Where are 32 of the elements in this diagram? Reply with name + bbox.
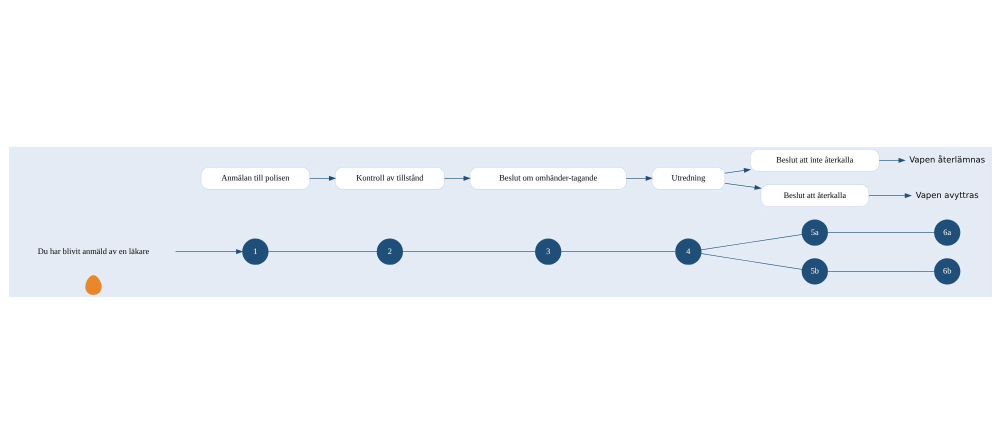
node-text: Vapen avyttras	[915, 189, 978, 200]
node-circle: 5a	[801, 218, 828, 246]
node-circle: 4	[674, 238, 701, 264]
node-box: Beslut om omhänder-tagande	[469, 166, 626, 190]
node-box: Beslut att återkalla	[760, 184, 869, 206]
arrow	[626, 175, 652, 180]
arrow	[309, 175, 336, 180]
node-text: Vapen återlämnas	[908, 154, 985, 164]
connector	[402, 250, 536, 252]
connector	[700, 252, 802, 270]
node-circle: 6a	[934, 218, 960, 246]
node-box: Utredning	[651, 166, 725, 190]
arrow	[444, 175, 470, 180]
node-person	[84, 274, 102, 294]
arrow	[174, 248, 243, 254]
node-box: Anmälan till polisen	[200, 166, 310, 190]
node-circle: 6b	[934, 258, 960, 284]
connector	[267, 250, 377, 252]
arrow	[724, 167, 751, 173]
node-circle: 5b	[801, 258, 828, 284]
connector	[560, 250, 676, 252]
node-circle: 2	[376, 238, 402, 264]
arrow	[878, 157, 906, 162]
arrow	[868, 192, 912, 198]
node-circle: 3	[534, 238, 561, 264]
connector	[700, 234, 802, 250]
node-box: Kontroll av tillstånd	[334, 166, 444, 190]
node-circle: 1	[242, 238, 268, 264]
node-text: Du har blivit anmäld av en läkare	[37, 246, 149, 256]
arrow	[724, 182, 762, 190]
node-box: Beslut att inte återkalla	[750, 148, 880, 172]
connector	[826, 270, 934, 272]
